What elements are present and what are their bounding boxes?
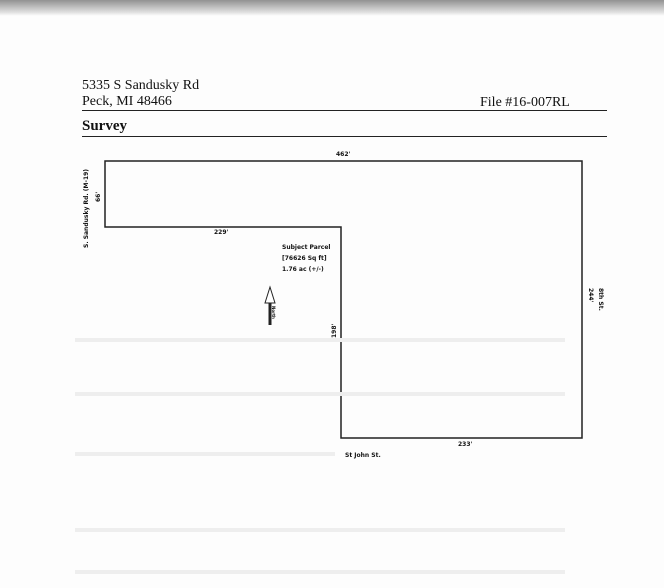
- east-road-label: 8th St.: [597, 288, 604, 311]
- divider: [82, 110, 607, 111]
- bleed-through-text: [75, 392, 565, 396]
- bleed-through-text: [75, 338, 565, 342]
- top-dimension: 462': [336, 151, 351, 158]
- left-dimension: 66': [95, 191, 102, 202]
- address-line1: 5335 S Sandusky Rd: [82, 78, 200, 93]
- scan-edge: [0, 0, 664, 16]
- parcel-boundary: [104, 160, 583, 439]
- inner-vertical-dimension: 198': [331, 323, 338, 338]
- section-title: Survey: [82, 118, 127, 134]
- south-road-label: St John St.: [345, 452, 381, 459]
- address-line2: Peck, MI 48466: [82, 94, 172, 109]
- bleed-through-text: [75, 528, 565, 532]
- north-label: North: [271, 306, 276, 319]
- bleed-through-text: [75, 570, 565, 574]
- divider: [82, 136, 607, 137]
- bleed-through-text: [75, 452, 335, 456]
- north-arrow-icon: [264, 285, 276, 325]
- file-number: File #16-007RL: [480, 95, 570, 110]
- parcel-acres: 1.76 ac (+/-): [282, 266, 324, 273]
- west-road-label: S. Sandusky Rd. (M-19): [83, 168, 90, 248]
- parcel-area: [76626 Sq ft]: [282, 255, 327, 262]
- right-dimension: 244': [587, 288, 594, 303]
- parcel-label: Subject Parcel: [282, 244, 331, 251]
- bottom-dimension: 233': [458, 441, 473, 448]
- inner-horizontal-dimension: 229': [214, 229, 229, 236]
